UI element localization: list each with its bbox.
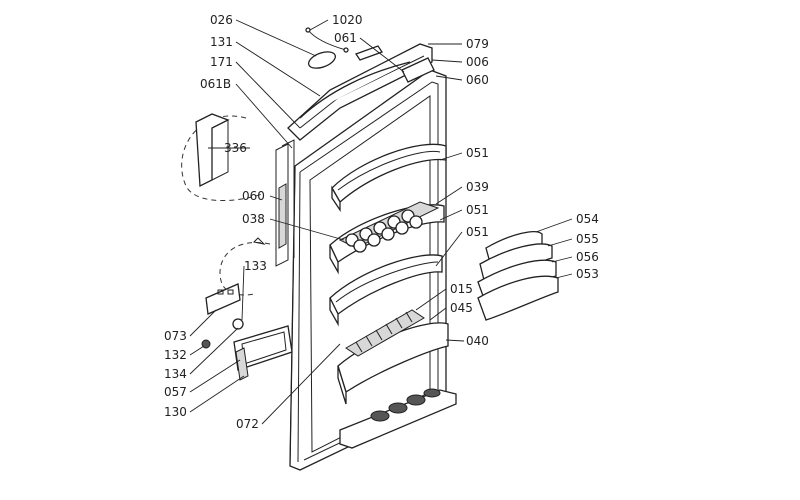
callout-015: 015 <box>450 282 473 296</box>
callout-051-top: 051 <box>466 146 489 160</box>
callout-053: 053 <box>576 267 599 281</box>
callout-026: 026 <box>210 13 233 27</box>
leader-lines <box>189 19 573 425</box>
hinge-parts <box>201 237 293 381</box>
callout-336: 336 <box>224 141 247 155</box>
top-cap <box>287 43 435 141</box>
shelf-051-egg <box>329 201 445 275</box>
part-1020 <box>305 27 349 53</box>
callout-060-side: 060 <box>242 189 265 203</box>
stacked-shelves <box>477 231 559 321</box>
callout-051-middle: 051 <box>466 225 489 239</box>
bottle-shelf <box>337 309 449 405</box>
callout-134: 134 <box>164 367 187 381</box>
callout-055: 055 <box>576 232 599 246</box>
part-026 <box>307 51 337 69</box>
gasket-frame <box>275 139 295 267</box>
callout-061: 061 <box>334 31 357 45</box>
callout-labels: 026 1020 131 061 079 171 006 061B 060 33… <box>164 13 599 431</box>
shelf-051-middle <box>329 254 443 327</box>
callout-130: 130 <box>164 405 187 419</box>
callout-045: 045 <box>450 301 473 315</box>
egg-tray <box>338 201 440 253</box>
callout-079: 079 <box>466 37 489 51</box>
callout-054: 054 <box>576 212 599 226</box>
callout-057: 057 <box>164 385 187 399</box>
callout-072: 072 <box>236 417 259 431</box>
callout-061b: 061B <box>200 77 231 91</box>
callout-006: 006 <box>466 55 489 69</box>
shelf-051-top <box>331 143 447 213</box>
callout-056: 056 <box>576 250 599 264</box>
callout-171: 171 <box>210 55 233 69</box>
callout-039: 039 <box>466 180 489 194</box>
callout-040: 040 <box>466 334 489 348</box>
callout-1020: 1020 <box>332 13 363 27</box>
callout-051-egg: 051 <box>466 203 489 217</box>
callout-038: 038 <box>242 212 265 226</box>
callout-132: 132 <box>164 348 187 362</box>
callout-131: 131 <box>210 35 233 49</box>
callout-073: 073 <box>164 329 187 343</box>
callout-060-top: 060 <box>466 73 489 87</box>
part-336 <box>181 113 263 201</box>
callout-133: 133 <box>244 259 267 273</box>
part-061-strap <box>355 45 383 61</box>
bottom-tray <box>339 388 457 449</box>
